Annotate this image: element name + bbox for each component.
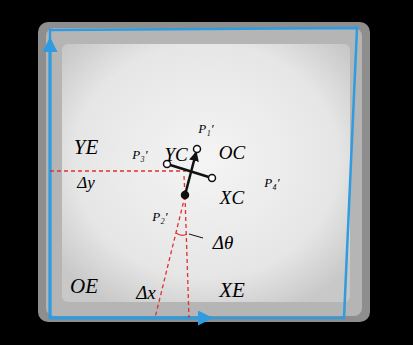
- container-floor: [62, 44, 350, 302]
- container-rim: [38, 22, 370, 322]
- offset-dimension: Δx: [136, 283, 156, 302]
- angle-leader: [189, 234, 203, 238]
- origin-name: OE: [70, 276, 98, 297]
- origin-name: OC: [219, 143, 245, 162]
- axis-name: YE: [74, 137, 99, 158]
- point-name: P₂′: [152, 210, 167, 223]
- point-name: P₄′: [264, 176, 279, 189]
- axis-name: YC: [164, 145, 187, 164]
- container-rim-inner: [46, 28, 362, 316]
- angle-arc: [176, 233, 187, 235]
- angle-dimension: Δθ: [213, 233, 233, 252]
- target-marker: [164, 146, 216, 199]
- container-outline: [50, 28, 357, 318]
- offset-dimension: Δy: [77, 174, 95, 191]
- point-name: P₁′: [198, 122, 213, 135]
- ye-axis: [49, 40, 52, 318]
- offset-guides: [50, 171, 189, 318]
- axis-name: XC: [220, 188, 244, 207]
- point-name: P₃′: [132, 148, 147, 161]
- xe-axis: [50, 317, 210, 320]
- axis-name: XE: [219, 280, 245, 301]
